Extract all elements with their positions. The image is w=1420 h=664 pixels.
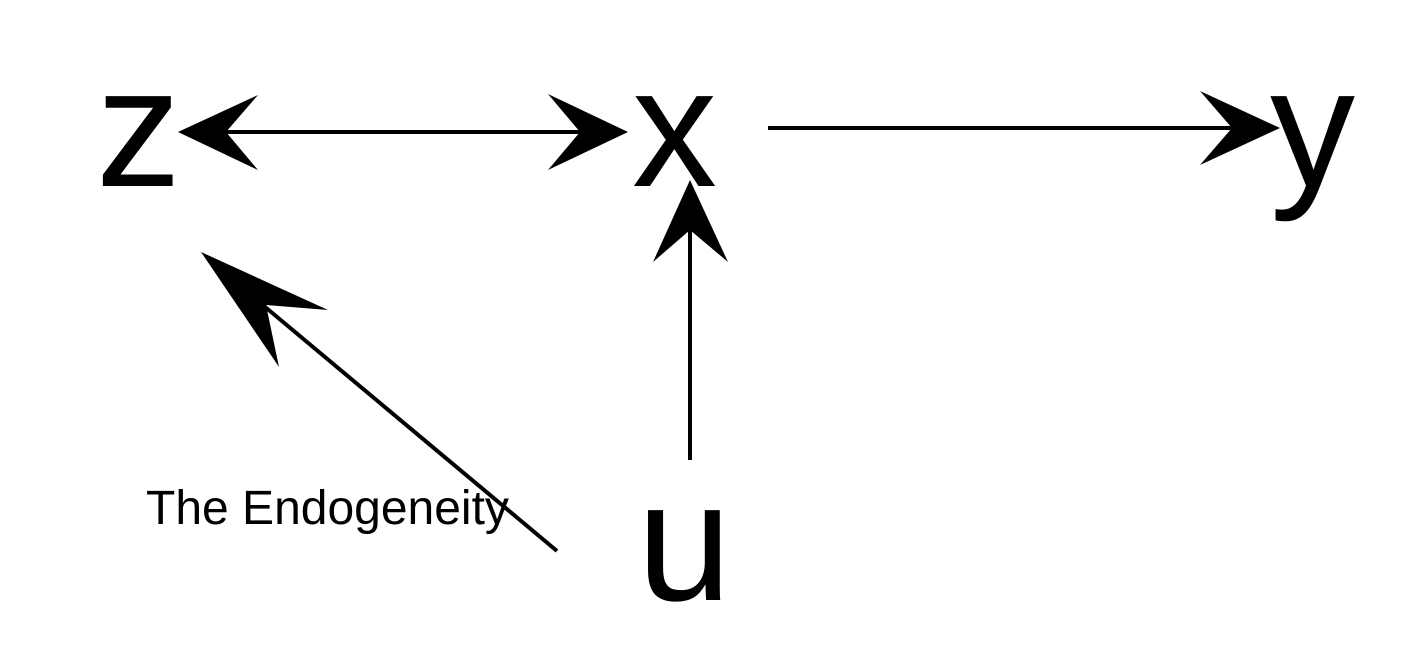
edge-z-x bbox=[178, 94, 628, 170]
arrowhead-to-z-from-u bbox=[201, 252, 328, 367]
endogeneity-caption: The Endogeneity bbox=[146, 482, 509, 535]
edge-u-z bbox=[201, 252, 559, 553]
edge-x-y bbox=[768, 91, 1280, 165]
node-u: u bbox=[637, 447, 732, 637]
arrowhead-to-x-from-u bbox=[653, 180, 728, 262]
node-y: y bbox=[1270, 33, 1355, 223]
edge-u-x bbox=[653, 180, 728, 460]
edge-u-z-line bbox=[250, 294, 559, 553]
arrowhead-to-y bbox=[1200, 91, 1280, 165]
arrowhead-to-z bbox=[178, 95, 258, 170]
node-z: z bbox=[96, 33, 181, 223]
node-x: x bbox=[632, 33, 717, 223]
arrowhead-to-x bbox=[548, 94, 628, 170]
